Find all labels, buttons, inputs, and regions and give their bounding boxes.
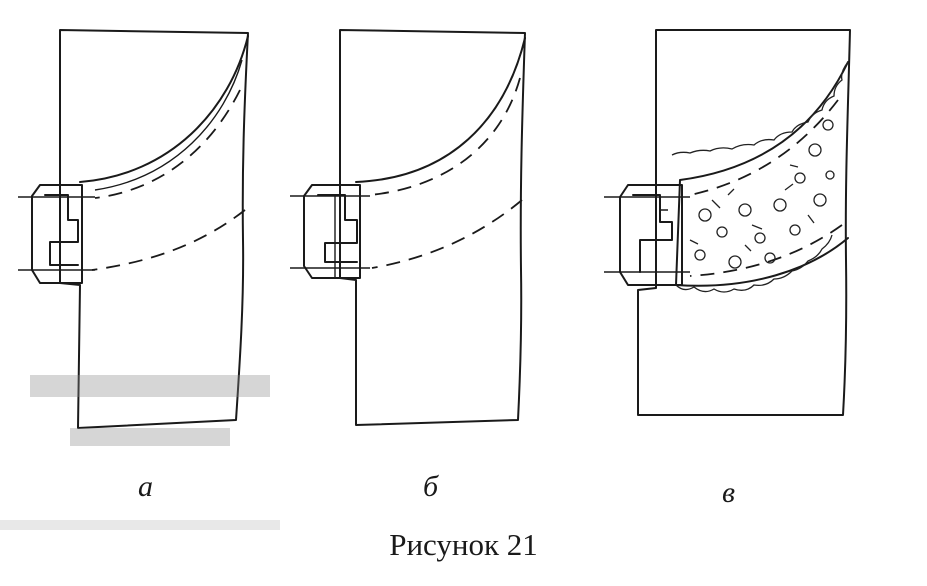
panel-c-label: в: [722, 476, 736, 509]
panel-b-drawing: [290, 29, 526, 426]
panel-c-garment-outline: [637, 29, 851, 416]
figure-caption: Рисунок 21: [389, 527, 538, 562]
panel-a-presser-foot: [31, 184, 83, 284]
panel-b-neckline-curve: [355, 37, 526, 183]
panel-c-foot-guide-lines: [604, 196, 690, 273]
panel-a-drawing: [18, 29, 249, 429]
panel-c-stitch-line-upper: [689, 99, 839, 196]
panel-a-neckline-inner: [94, 59, 243, 191]
scan-smudge: [0, 520, 280, 530]
panel-a-stitch-line-upper: [94, 89, 241, 199]
panel-c-stitch-line-lower: [689, 224, 843, 277]
panel-a-stitch-line-lower: [91, 209, 246, 271]
panel-c-lace-scallop-lower: [675, 234, 833, 293]
panel-a-foot-guide-lines: [18, 195, 95, 283]
panel-c-lace-band: [675, 61, 849, 287]
panel-b-label: б: [423, 470, 439, 503]
panel-b-foot-guide-lines: [290, 194, 370, 278]
scan-smudge: [30, 375, 270, 397]
panel-a-label: а: [138, 470, 153, 503]
panel-c-lace-pattern: [689, 119, 835, 269]
panel-a-neckline-curve: [79, 35, 249, 183]
panel-b-garment-outline: [339, 29, 526, 426]
panel-b-presser-foot: [303, 184, 361, 279]
panel-c-drawing: [604, 29, 851, 416]
panel-a-garment-outline: [59, 29, 249, 429]
scan-smudge: [70, 428, 230, 446]
panel-c-lace-scallop-upper: [671, 61, 849, 156]
panel-c-presser-foot: [619, 184, 683, 286]
panel-b-stitch-line-upper: [369, 77, 521, 196]
panel-b-stitch-line-lower: [371, 199, 523, 269]
